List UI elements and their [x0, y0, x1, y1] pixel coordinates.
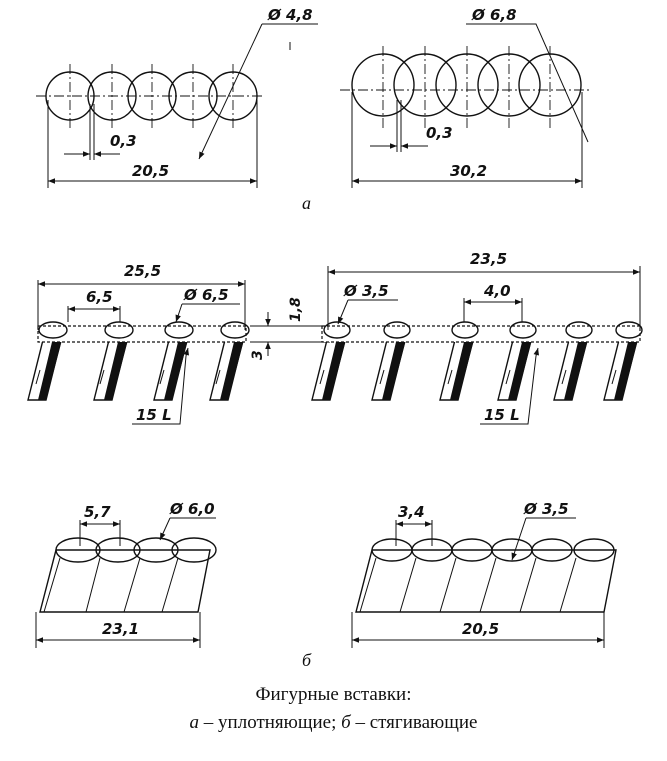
tightening-right-length: 20,5	[462, 620, 499, 638]
shaped-left-pitch: 6,5	[86, 288, 113, 306]
shaped-left-overall: 25,5	[124, 262, 161, 280]
tightening-left-length: 23,1	[102, 620, 139, 638]
caption-title: Фигурные вставки:	[255, 684, 412, 705]
caption-a-text: – уплотняющие;	[199, 712, 342, 733]
shaped-left-view: 25,5 6,5 Ø 6,5 15 L	[27, 262, 250, 425]
sealing-right-view: 0,3 30,2 Ø 6,8	[340, 6, 590, 188]
tightening-left-diameter: Ø 6,0	[169, 500, 215, 518]
tightening-right-pitch: 3,4	[398, 503, 425, 521]
shaped-left-diameter: Ø 6,5	[183, 286, 229, 304]
caption-b-letter: б	[341, 712, 351, 733]
shaped-thickness-top: 1,8	[288, 297, 304, 322]
shaped-right-rods	[311, 335, 639, 401]
sealing-left-diameter: Ø 4,8	[267, 6, 313, 24]
tightening-right-view: 3,4 Ø 3,5 20,5	[351, 500, 617, 648]
caption-legend: а – уплотняющие; б – стягивающие	[0, 712, 667, 734]
shaped-right-pitch: 4,0	[483, 282, 511, 300]
shaped-left-rods	[27, 335, 245, 401]
tightening-right-diameter: Ø 3,5	[523, 500, 569, 518]
tightening-left-view: 5,7 Ø 6,0 23,1	[35, 500, 217, 648]
panel-label-a: а	[302, 193, 311, 213]
tightening-left-pitch: 5,7	[84, 503, 111, 521]
shaped-left-angle: 15 L	[136, 406, 172, 424]
shaped-thickness: 1,8 3	[250, 297, 330, 360]
sealing-right-gap: 0,3	[426, 124, 453, 142]
sealing-right-length: 30,2	[450, 162, 487, 180]
sealing-left-length: 20,5	[132, 162, 169, 180]
sealing-right-diameter: Ø 6,8	[471, 6, 517, 24]
shaped-right-overall: 23,5	[470, 250, 507, 268]
caption-b-text: – стягивающие	[350, 712, 478, 733]
sealing-left-view: 0,3 20,5 Ø 4,8	[36, 6, 318, 188]
shaped-right-angle: 15 L	[484, 406, 520, 424]
shaped-right-diameter: Ø 3,5	[343, 282, 389, 300]
shaped-right-view: 23,5 4,0 Ø 3,5 15 L	[311, 250, 643, 425]
sealing-left-gap: 0,3	[110, 132, 137, 150]
caption-a-letter: а	[189, 712, 200, 733]
shaped-thickness-side: 3	[250, 350, 266, 360]
panel-label-b: б	[302, 650, 312, 670]
